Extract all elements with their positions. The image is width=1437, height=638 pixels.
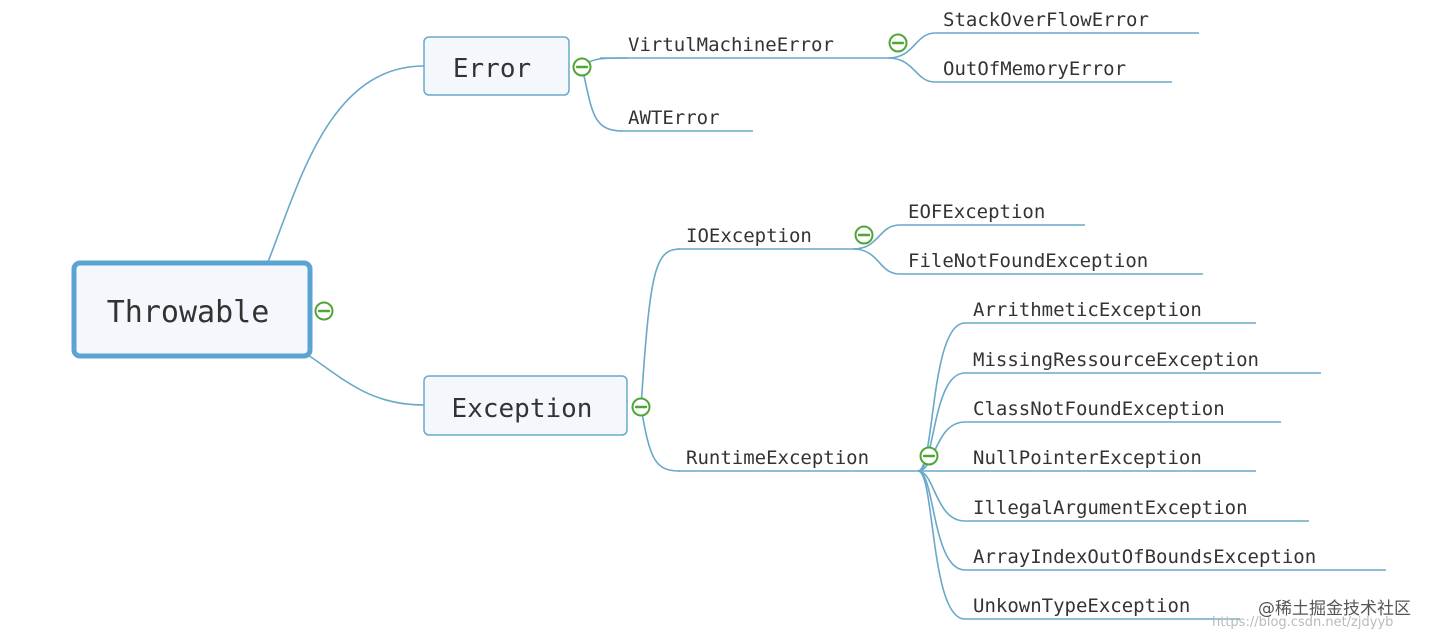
collapse-minus-icon[interactable]: [572, 57, 592, 77]
edge-runtime-missing: [917, 372, 966, 472]
edge-io-eof: [852, 224, 901, 250]
collapse-minus-icon[interactable]: [631, 397, 651, 417]
collapse-minus-icon[interactable]: [919, 446, 939, 466]
root-node-box: [71, 260, 313, 359]
edge-exception-io: [640, 248, 681, 408]
topic-file-not-found-exception[interactable]: FileNotFoundException: [908, 250, 1148, 272]
topic-awt-error[interactable]: AWTError: [628, 107, 720, 129]
topic-class-not-found-exception[interactable]: ClassNotFoundException: [973, 398, 1225, 420]
node-error-label: Error: [453, 54, 531, 84]
edge-io-filenotfound: [852, 248, 901, 275]
topic-virtual-machine-error[interactable]: VirtulMachineError: [628, 34, 834, 56]
node-error[interactable]: Error: [423, 36, 570, 96]
topic-unknown-type-exception[interactable]: UnkownTypeException: [973, 595, 1190, 617]
topic-io-exception[interactable]: IOException: [686, 225, 812, 247]
root-node-throwable[interactable]: Throwable: [71, 260, 313, 359]
node-exception-label: Exception: [452, 394, 593, 424]
edge-runtime-arithmetic: [917, 322, 966, 472]
node-exception-box: [423, 375, 628, 436]
node-exception[interactable]: Exception: [423, 375, 628, 436]
topic-arithmetic-exception[interactable]: ArrithmeticException: [973, 299, 1202, 321]
edge-vme-stackoverflow: [887, 32, 936, 59]
edge-vme-outofmemory: [887, 57, 936, 83]
topic-null-pointer-exception[interactable]: NullPointerException: [973, 447, 1202, 469]
collapse-minus-icon[interactable]: [314, 301, 334, 321]
collapse-minus-icon[interactable]: [888, 33, 908, 53]
topic-array-index-out-of-bounds-exception[interactable]: ArrayIndexOutOfBoundsException: [973, 546, 1316, 568]
collapse-minus-icon[interactable]: [854, 225, 874, 245]
edge-error-awt: [581, 66, 623, 132]
topic-runtime-exception[interactable]: RuntimeException: [686, 447, 869, 469]
watermark-community: @稀土掘金技术社区: [1258, 599, 1411, 619]
watermark-url: https://blog.csdn.net/zjdyyb: [1212, 615, 1393, 630]
topic-stack-overflow-error[interactable]: StackOverFlowError: [943, 9, 1149, 31]
edge-runtime-unknowntype: [917, 470, 966, 620]
topic-eof-exception[interactable]: EOFException: [908, 201, 1045, 223]
root-node-label: Throwable: [107, 295, 270, 330]
topic-missing-resource-exception[interactable]: MissingRessourceException: [973, 349, 1259, 371]
edge-exception-runtime: [640, 406, 681, 472]
edge-runtime-illegalargument: [917, 470, 966, 522]
edge-root-error: [267, 65, 425, 263]
topic-illegal-argument-exception[interactable]: IllegalArgumentException: [973, 497, 1248, 519]
edge-root-exception: [307, 354, 425, 406]
edge-runtime-classnotfound: [917, 421, 966, 472]
node-error-box: [423, 36, 570, 96]
topic-out-of-memory-error[interactable]: OutOfMemoryError: [943, 58, 1126, 80]
